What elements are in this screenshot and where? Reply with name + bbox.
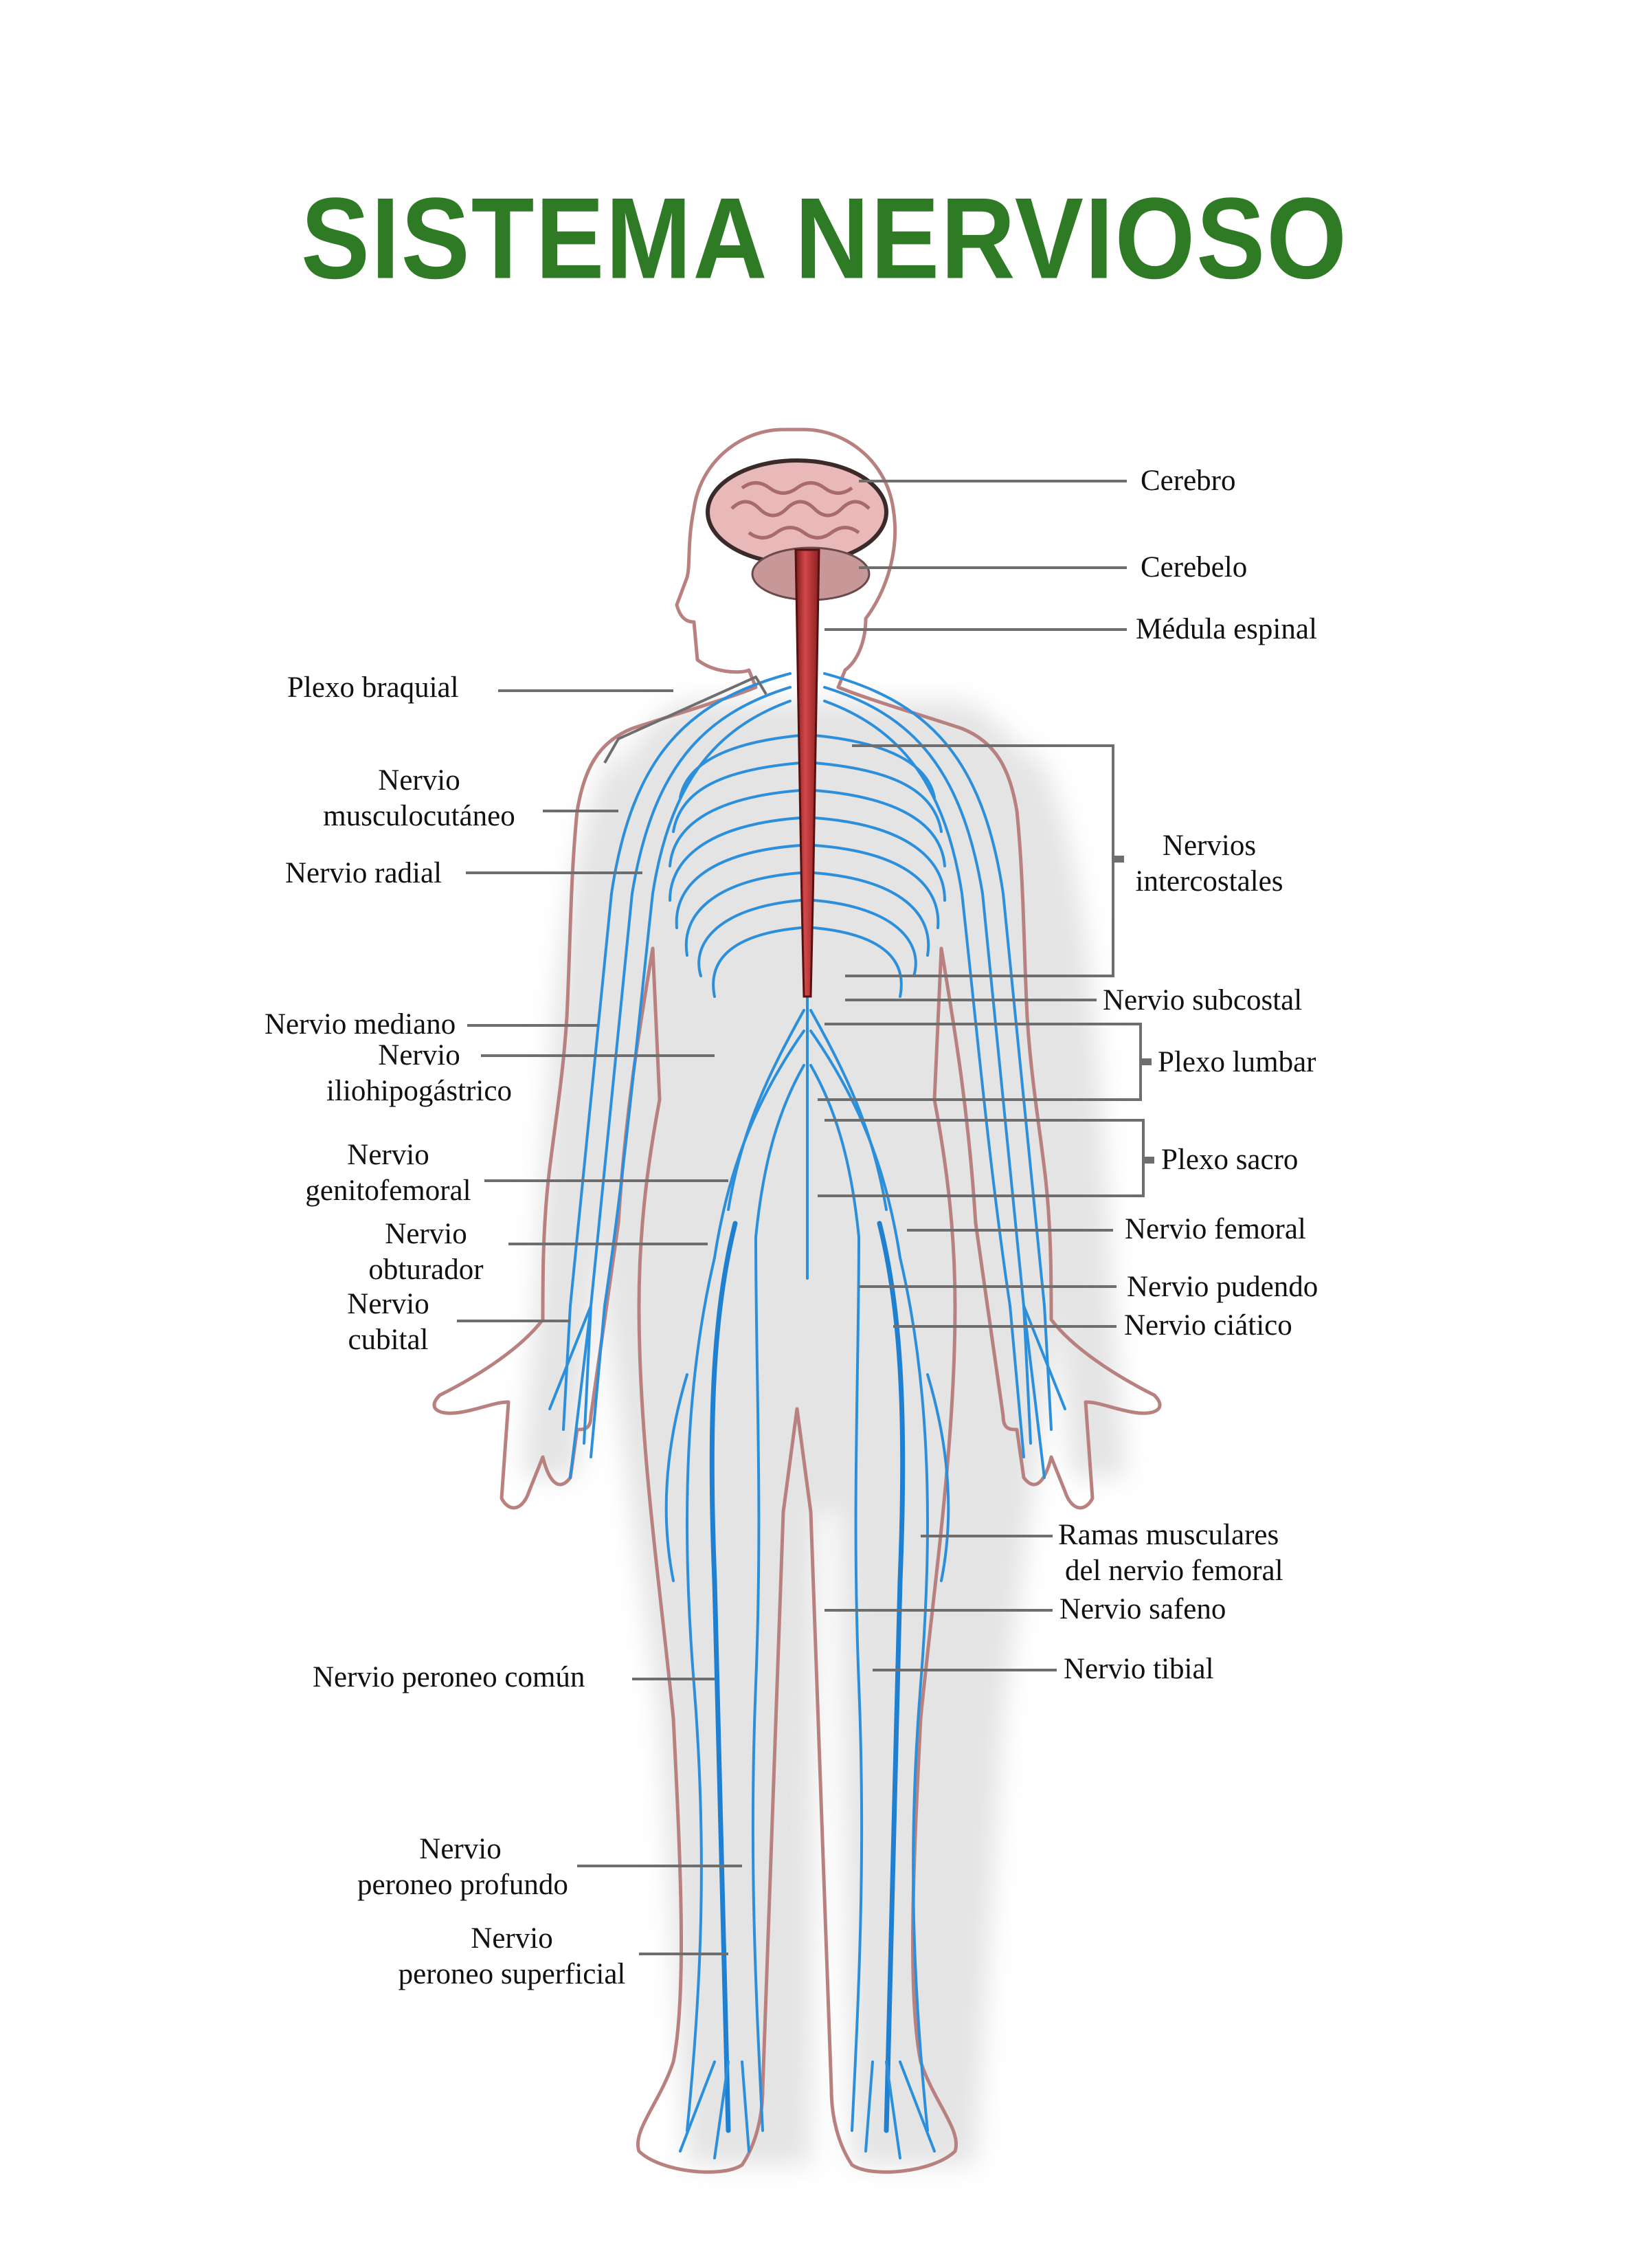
- label-nervio-genitofemoral: Nervio genitofemoral: [295, 1137, 481, 1209]
- label-nervio-femoral: Nervio femoral: [1125, 1213, 1306, 1245]
- label-medula-espinal: Médula espinal: [1136, 613, 1317, 645]
- label-nervio-mediano: Nervio mediano: [265, 1008, 456, 1041]
- label-line: Nervio: [471, 1922, 553, 1955]
- label-nervio-subcostal: Nervio subcostal: [1103, 984, 1303, 1016]
- label-line: genitofemoral: [305, 1175, 471, 1207]
- label-line: Nervio: [378, 764, 460, 797]
- label-plexo-sacro: Plexo sacro: [1161, 1144, 1299, 1176]
- label-nervio-peroneo-profundo: Nervio peroneo profundo: [357, 1832, 568, 1903]
- nerves: [548, 672, 1066, 2159]
- label-nervio-safeno: Nervio safeno: [1059, 1593, 1226, 1625]
- label-nervio-peroneo-superficial: Nervio peroneo superficial: [395, 1921, 629, 1992]
- body-shading: [522, 701, 1127, 2165]
- label-nervio-iliohipogastrico: Nervio iliohipogástrico: [309, 1038, 529, 1109]
- label-nervio-musculocutaneo: Nervio musculocutáneo: [302, 763, 536, 834]
- spinal-cord: [794, 548, 820, 998]
- label-line: cubital: [348, 1324, 429, 1356]
- label-nervio-pudendo: Nervio pudendo: [1127, 1271, 1319, 1303]
- label-nervio-peroneo-comun: Nervio peroneo común: [313, 1661, 585, 1693]
- label-nervio-radial: Nervio radial: [285, 857, 442, 889]
- label-line: Ramas musculares: [1058, 1519, 1279, 1551]
- label-plexo-braquial: Plexo braquial: [287, 671, 459, 704]
- label-line: Nervio: [385, 1218, 467, 1250]
- label-nervios-intercostales: Nervios intercostales: [1134, 828, 1285, 900]
- label-line: Nervio: [347, 1139, 429, 1171]
- label-nervio-ciatico: Nervio ciático: [1124, 1309, 1292, 1342]
- label-line: peroneo superficial: [398, 1958, 626, 1990]
- label-cerebro: Cerebro: [1141, 465, 1236, 497]
- leader-lines: [457, 480, 1154, 1955]
- label-nervio-tibial: Nervio tibial: [1064, 1653, 1214, 1685]
- page-title: SISTEMA NERVIOSO: [301, 173, 1348, 303]
- label-line: obturador: [368, 1254, 484, 1286]
- label-line: Nervios: [1162, 830, 1257, 862]
- label-nervio-obturador: Nervio obturador: [357, 1216, 495, 1288]
- label-plexo-lumbar: Plexo lumbar: [1158, 1046, 1316, 1078]
- label-ramas-musculares: Ramas musculares del nervio femoral: [1058, 1517, 1283, 1589]
- label-cerebelo: Cerebelo: [1141, 551, 1248, 583]
- label-line: iliohipogástrico: [326, 1075, 512, 1107]
- label-line: intercostales: [1135, 865, 1283, 898]
- label-nervio-cubital: Nervio cubital: [337, 1287, 440, 1358]
- label-line: Nervio: [347, 1288, 429, 1320]
- label-line: musculocutáneo: [323, 800, 515, 832]
- label-line: del nervio femoral: [1065, 1555, 1283, 1587]
- label-line: peroneo profundo: [357, 1869, 568, 1901]
- brain: [706, 458, 888, 566]
- label-line: Nervio: [419, 1833, 502, 1865]
- label-line: Nervio: [378, 1039, 460, 1071]
- body-outline: [432, 427, 1162, 2174]
